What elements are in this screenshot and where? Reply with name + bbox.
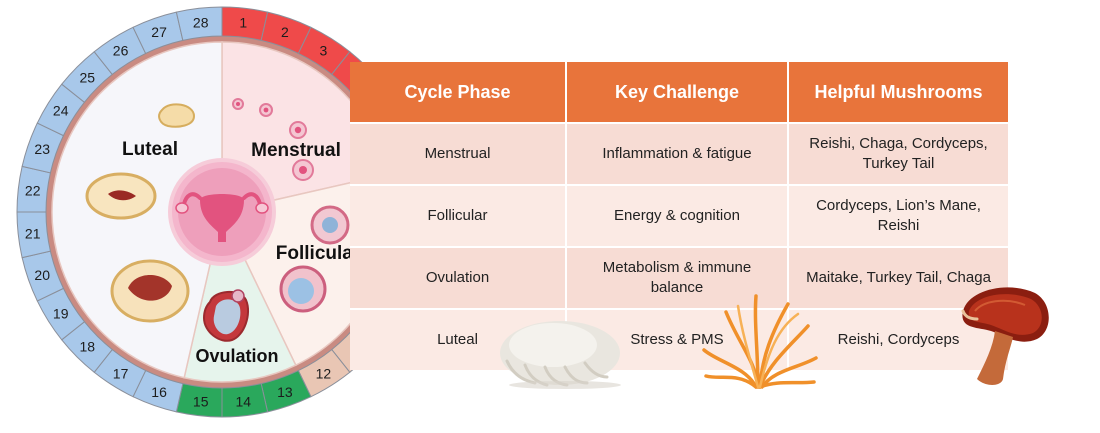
day-label: 20 (34, 267, 50, 283)
follicle-icon (263, 107, 269, 113)
day-segment (175, 6, 223, 42)
corpus-luteum-icon (128, 275, 172, 301)
luteal-label: Luteal (122, 139, 178, 160)
header-cycle-phase: Cycle Phase (350, 62, 567, 123)
corpus-luteum-icon (158, 103, 196, 128)
day-label: 22 (25, 183, 41, 199)
day-label: 15 (193, 393, 209, 409)
day-label: 24 (53, 103, 69, 119)
cell-illustrations (85, 98, 350, 342)
day-label: 12 (316, 365, 332, 381)
cell-phase: Follicular (350, 184, 567, 247)
day-label: 28 (193, 15, 209, 31)
reishi-mushroom-icon (961, 287, 1049, 385)
table-row: Menstrual Inflammation & fatigue Reishi,… (350, 122, 1008, 185)
day-label: 14 (236, 393, 252, 409)
day-label: 16 (151, 384, 167, 400)
cell-mushrooms: Cordyceps, Lion’s Mane, Reishi (788, 184, 1008, 247)
corpus-luteum-icon (108, 190, 136, 201)
day-label: 1 (239, 15, 247, 31)
cell-phase: Ovulation (350, 246, 567, 309)
follicle-icon (236, 102, 240, 106)
uterus-icon (168, 158, 276, 266)
mushroom-table: Cycle Phase Key Challenge Helpful Mushro… (350, 62, 1008, 370)
table-row: Ovulation Metabolism & immune balance Ma… (350, 246, 1008, 309)
cell-challenge: Energy & cognition (566, 184, 789, 247)
day-label: 18 (80, 339, 96, 355)
header-key-challenge: Key Challenge (566, 62, 789, 123)
day-label: 19 (53, 305, 69, 321)
table-row: Follicular Energy & cognition Cordyceps,… (350, 184, 1008, 247)
follicular-label: Follicular (276, 243, 361, 264)
day-label: 23 (34, 141, 50, 157)
ovulation-label: Ovulation (195, 346, 278, 366)
cell-phase: Menstrual (350, 122, 567, 185)
day-label: 17 (113, 365, 129, 381)
lions-mane-mushroom-icon (500, 321, 621, 389)
day-label: 2 (281, 24, 289, 40)
table-header-row: Cycle Phase Key Challenge Helpful Mushro… (350, 62, 1008, 123)
cell-mushrooms: Reishi, Chaga, Cordyceps, Turkey Tail (788, 122, 1008, 185)
ovulation-icon (213, 299, 241, 335)
day-label: 25 (80, 69, 96, 85)
follicle-icon (299, 166, 307, 174)
cell-challenge: Metabolism & immune balance (566, 246, 789, 309)
table-row: Luteal Stress & PMS Reishi, Cordyceps (350, 308, 1008, 370)
header-helpful-mushrooms: Helpful Mushrooms (788, 62, 1008, 123)
cycle-wheel: 1234567891011121314151617181920212223242… (16, 6, 428, 418)
egg-icon (231, 289, 245, 303)
menstrual-label: Menstrual (251, 140, 341, 161)
day-label: 26 (113, 43, 129, 59)
day-label: 27 (151, 24, 167, 40)
cell-mushrooms: Maitake, Turkey Tail, Chaga (788, 246, 1008, 309)
day-label: 3 (320, 43, 328, 59)
cell-challenge: Inflammation & fatigue (566, 122, 789, 185)
follicle-icon (288, 278, 314, 304)
day-label: 21 (25, 225, 41, 241)
cordyceps-mushroom-icon (702, 294, 818, 389)
day-label: 13 (277, 384, 293, 400)
follicle-icon (294, 126, 302, 134)
follicle-icon (322, 217, 338, 233)
